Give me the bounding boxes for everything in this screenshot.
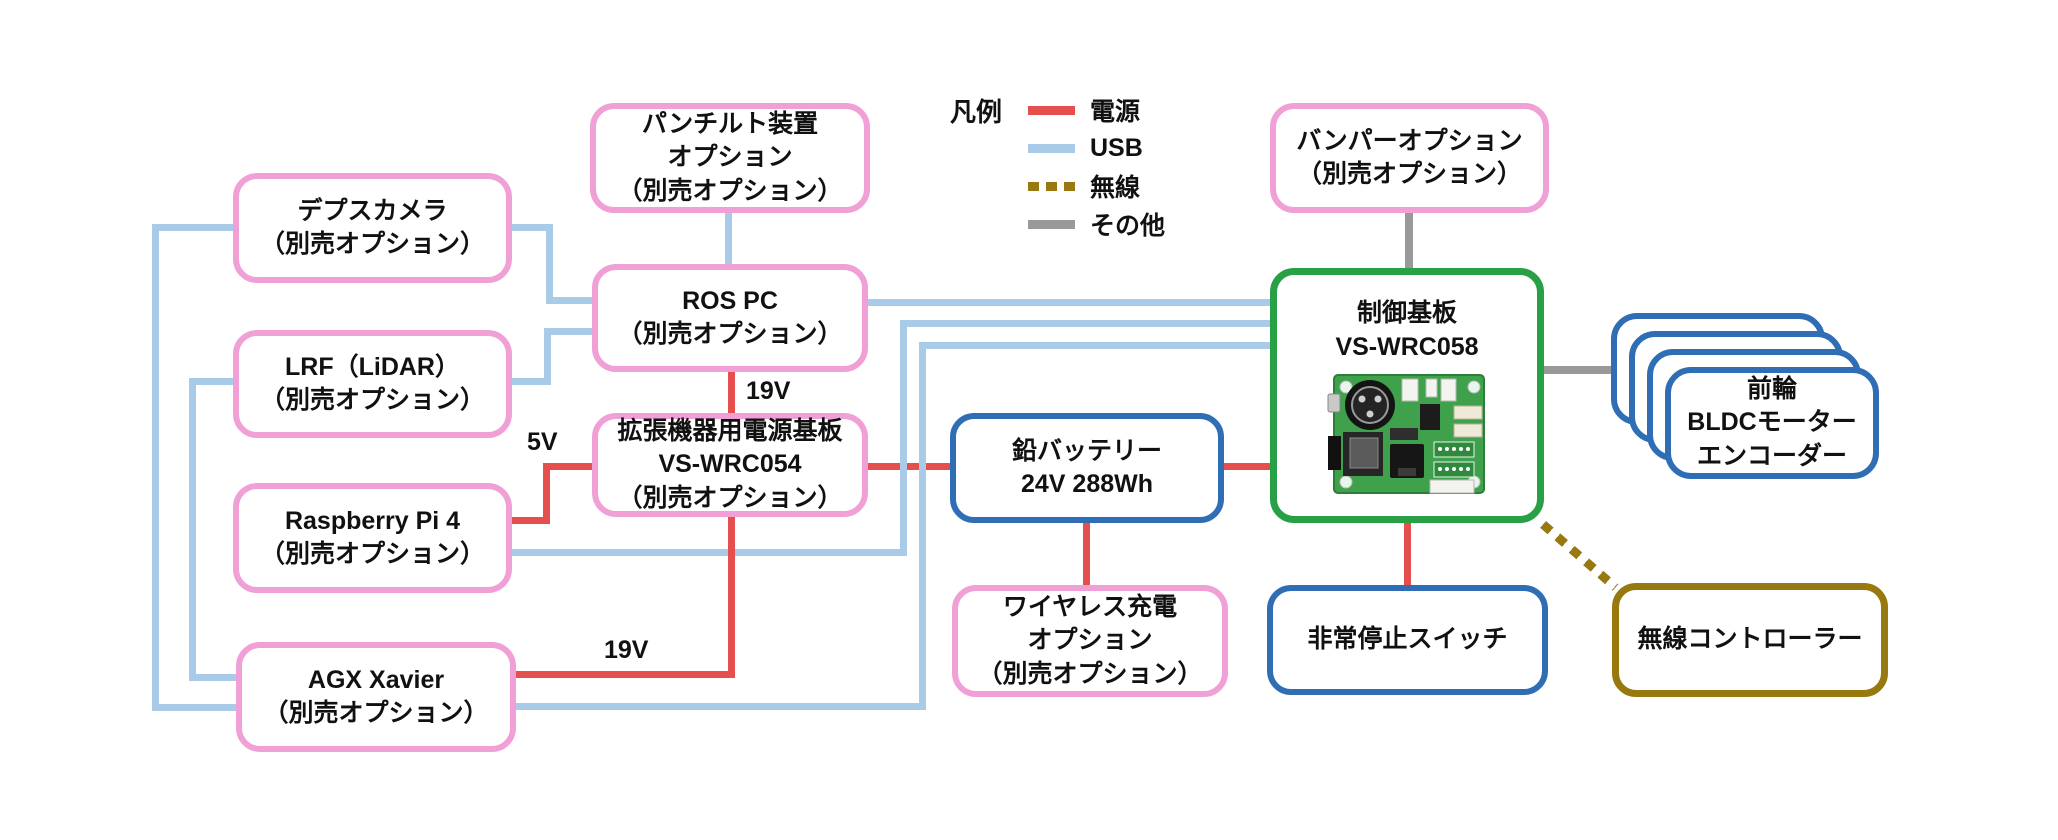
box-label-line: （別売オプション） bbox=[259, 540, 485, 568]
box-label-line: 無線コントローラー bbox=[1637, 625, 1863, 654]
box-label-line: （別売オプション） bbox=[259, 386, 485, 414]
wire-lrf-to-rospc-h2 bbox=[544, 328, 596, 335]
box-label-line: BLDCモーター bbox=[1687, 408, 1857, 437]
box-label-line: VS-WRC054 bbox=[658, 450, 802, 479]
box-label-line: LRF（LiDAR） bbox=[285, 352, 460, 381]
box-label-line: 24V 288Wh bbox=[1020, 470, 1153, 498]
legend-item-power: 電源 bbox=[1028, 95, 1141, 126]
wire-depthcam-to-agx-v bbox=[152, 224, 159, 711]
label-19v-rospc: 19V bbox=[746, 377, 791, 405]
wire-lrf-to-rospc-v bbox=[544, 328, 551, 385]
wireless-line-swatch-icon bbox=[1028, 181, 1075, 191]
wire-depthcam-to-agx-h2 bbox=[152, 704, 240, 711]
legend-label: 電源 bbox=[1090, 98, 1141, 126]
usb-line-swatch-icon bbox=[1028, 143, 1075, 153]
wire-battery-to-wireless-charge bbox=[1083, 520, 1090, 588]
wire-rospc-to-control-board bbox=[865, 299, 1273, 306]
box-label-line: デプスカメラ bbox=[297, 196, 448, 225]
box-pan-tilt-option: パンチルト装置 オプション （別売オプション） bbox=[590, 103, 870, 213]
wire-agx-to-control-h1 bbox=[513, 703, 926, 710]
box-label-line: （別売オプション） bbox=[977, 659, 1203, 688]
box-bumper-option: バンパーオプション （別売オプション） bbox=[1270, 103, 1549, 213]
wire-raspi-to-control-h2 bbox=[900, 320, 1273, 327]
legend-item-wireless: 無線 bbox=[1028, 171, 1141, 202]
wire-raspi-5v-h2 bbox=[543, 463, 595, 470]
wire-power-board-to-battery bbox=[867, 463, 950, 470]
wire-raspi-5v-h1 bbox=[509, 517, 550, 524]
box-label-line: ROS PC bbox=[682, 286, 778, 315]
wire-pantilt-to-rospc bbox=[725, 209, 732, 267]
box-label-line: パンチルト装置 bbox=[641, 109, 819, 138]
box-wireless-controller: 無線コントローラー bbox=[1612, 583, 1888, 697]
box-label-line: 鉛バッテリー bbox=[1011, 436, 1162, 465]
wire-raspi-5v-v bbox=[543, 463, 550, 524]
wire-lrf-to-agx-h2 bbox=[189, 674, 240, 681]
wire-depthcam-to-rospc-h1 bbox=[509, 224, 550, 231]
wire-power-board-to-agx-h bbox=[510, 671, 735, 678]
box-front-wheel-bldc-motor: 前輪 BLDCモーター エンコーダー bbox=[1665, 367, 1879, 479]
box-label-line: エンコーダー bbox=[1696, 441, 1847, 470]
wire-depthcam-to-rospc-h2 bbox=[546, 297, 596, 304]
wire-depthcam-to-rospc-v bbox=[546, 224, 553, 304]
box-label-line: ワイヤレス充電 bbox=[1002, 592, 1178, 621]
box-ros-pc: ROS PC （別売オプション） bbox=[592, 264, 868, 372]
box-emergency-stop-switch: 非常停止スイッチ bbox=[1267, 585, 1548, 695]
legend-label: その他 bbox=[1090, 212, 1166, 240]
legend-label: 無線 bbox=[1090, 174, 1141, 202]
box-agx-xavier: AGX Xavier （別売オプション） bbox=[236, 642, 516, 752]
wire-control-to-bldc bbox=[1540, 366, 1618, 374]
box-depth-camera: デプスカメラ （別売オプション） bbox=[233, 173, 512, 283]
box-label-line: （別売オプション） bbox=[617, 320, 843, 348]
box-raspberry-pi-4: Raspberry Pi 4 （別売オプション） bbox=[233, 483, 512, 593]
wire-agx-to-control-h2 bbox=[919, 342, 1273, 349]
wire-lrf-to-agx-h1 bbox=[189, 378, 237, 385]
power-line-swatch-icon bbox=[1028, 105, 1075, 115]
box-label-line: VS-WRC058 bbox=[1335, 332, 1479, 361]
box-label-line: 拡張機器用電源基板 bbox=[617, 416, 843, 445]
box-label-line: Raspberry Pi 4 bbox=[284, 506, 461, 535]
wire-bumper-to-control bbox=[1405, 210, 1413, 272]
label-19v-agx: 19V bbox=[604, 636, 649, 664]
box-lead-battery: 鉛バッテリー 24V 288Wh bbox=[950, 413, 1224, 523]
wire-depthcam-to-agx-h1 bbox=[152, 224, 237, 231]
wire-raspi-to-control-v bbox=[900, 320, 907, 556]
legend-item-other: その他 bbox=[1028, 209, 1166, 240]
box-control-board-vs-wrc058: 制御基板 VS-WRC058 bbox=[1270, 268, 1544, 523]
wire-control-to-estop bbox=[1404, 520, 1411, 588]
wire-agx-to-control-v bbox=[919, 342, 926, 710]
wire-control-to-wireless-controller bbox=[1540, 521, 1619, 591]
box-label-line: （別売オプション） bbox=[1296, 160, 1522, 188]
legend-label: USB bbox=[1090, 133, 1143, 162]
box-label-line: （別売オプション） bbox=[263, 699, 489, 727]
legend-item-usb: USB bbox=[1028, 133, 1143, 163]
box-label-line: オプション bbox=[667, 143, 793, 172]
other-line-swatch-icon bbox=[1028, 219, 1075, 229]
box-label-line: AGX Xavier bbox=[307, 665, 445, 694]
wire-battery-to-control-board bbox=[1223, 463, 1270, 470]
control-board-pcb-image bbox=[1327, 374, 1485, 494]
wire-power-board-to-agx-v bbox=[728, 514, 735, 678]
wire-lrf-to-agx-v bbox=[189, 378, 196, 681]
box-label-line: （別売オプション） bbox=[617, 176, 843, 205]
box-label-line: バンパーオプション bbox=[1296, 126, 1523, 155]
legend-title: 凡例 bbox=[950, 97, 1003, 127]
box-label-line: 制御基板 bbox=[1356, 299, 1457, 327]
wire-rospc-to-power-board-19v bbox=[728, 368, 735, 418]
wire-raspi-to-control-h1 bbox=[509, 549, 907, 556]
box-label-line: （別売オプション） bbox=[259, 230, 485, 258]
label-5v-raspi: 5V bbox=[527, 428, 558, 456]
box-power-board-vs-wrc054: 拡張機器用電源基板 VS-WRC054 （別売オプション） bbox=[592, 413, 868, 517]
box-label-line: 非常停止スイッチ bbox=[1307, 625, 1508, 654]
box-label-line: （別売オプション） bbox=[617, 483, 843, 512]
box-wireless-charge-option: ワイヤレス充電 オプション （別売オプション） bbox=[952, 585, 1228, 697]
box-label-line: 前輪 bbox=[1746, 374, 1797, 403]
box-label-line: オプション bbox=[1027, 626, 1153, 655]
wire-lrf-to-rospc-h1 bbox=[509, 378, 551, 385]
box-lrf-lidar: LRF（LiDAR） （別売オプション） bbox=[233, 330, 512, 438]
